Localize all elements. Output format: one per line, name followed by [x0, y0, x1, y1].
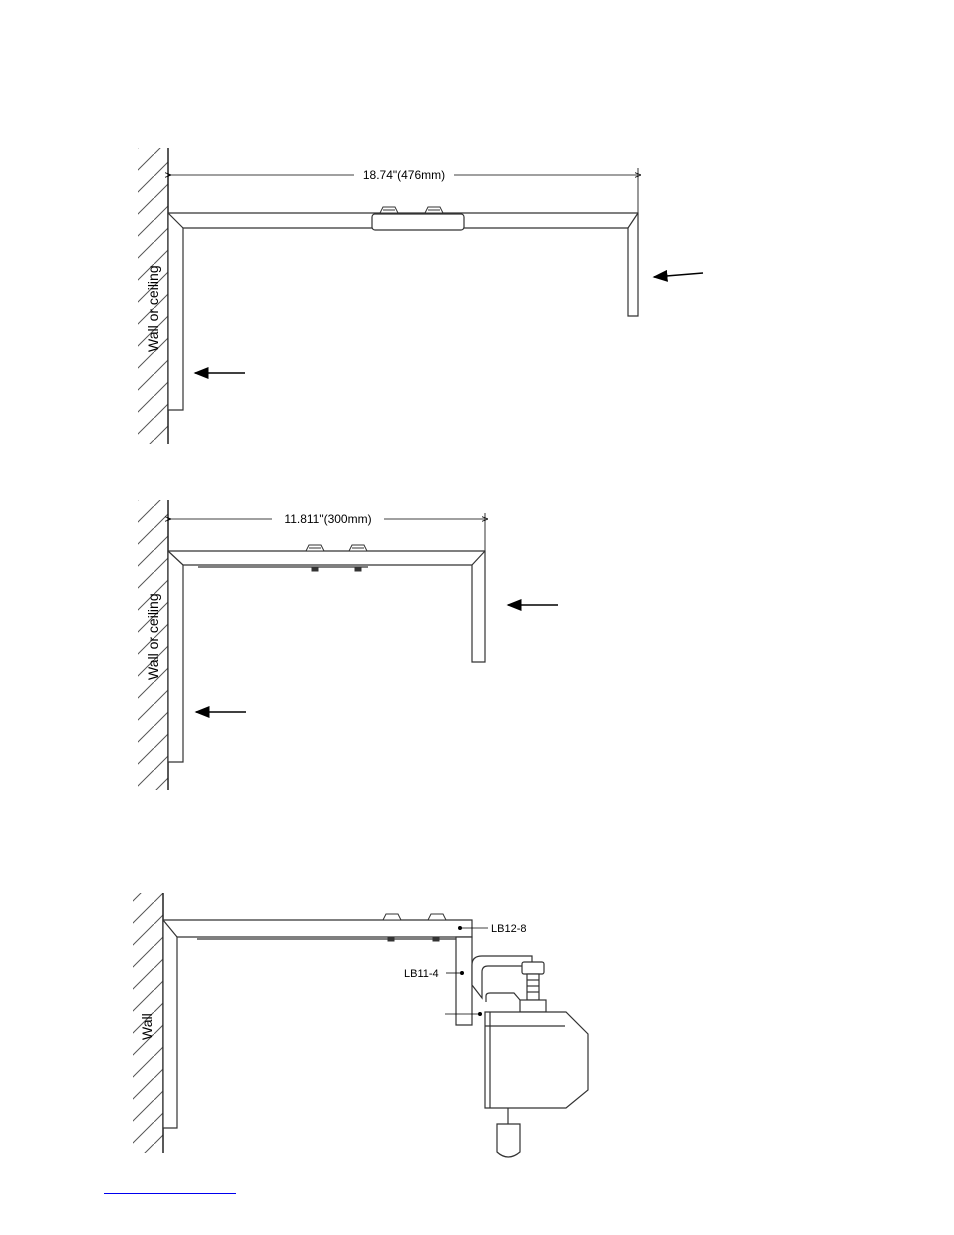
footer-link-underline[interactable]: [104, 1179, 236, 1194]
dimension-label: 18.74"(476mm): [363, 168, 445, 182]
wall-label: Wall: [139, 1013, 155, 1040]
wall-label: Wall or ceiling: [145, 265, 161, 352]
figure-short-bracket: 11.811"(300mm) Wall or ceiling: [138, 500, 558, 790]
camera-housing: [485, 962, 588, 1157]
figure-long-bracket: 18.74"(476mm) Wall or ceiling: [138, 148, 703, 444]
callout-lb12-8: LB12-8: [491, 923, 526, 935]
dimension-label: 11.811"(300mm): [284, 512, 371, 526]
arrow-right-side: [654, 273, 703, 277]
l-bracket: [168, 551, 485, 762]
wall-label: Wall or ceiling: [145, 593, 161, 680]
figure-bracket-assembly: LB12-8 LB11-4 Wall: [133, 893, 588, 1157]
callout-lb11-4: LB11-4: [404, 968, 439, 980]
l-bracket: [163, 920, 472, 1128]
l-bracket: [168, 213, 638, 410]
